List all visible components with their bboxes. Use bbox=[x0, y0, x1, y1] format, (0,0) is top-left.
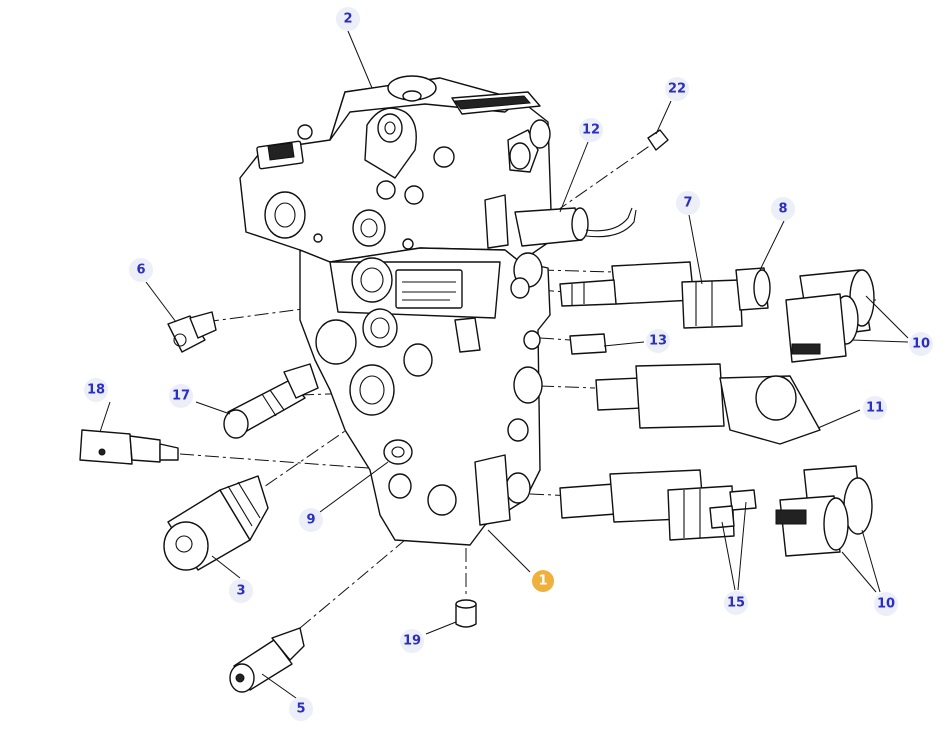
callout-17: 17 bbox=[169, 384, 193, 408]
callout-6: 6 bbox=[129, 258, 153, 282]
part-9-small-valve bbox=[383, 439, 413, 465]
part-3-cartridge-valve bbox=[163, 475, 269, 571]
svg-text:1: 1 bbox=[538, 574, 547, 589]
part-8-coil-nut bbox=[735, 267, 771, 311]
part-15-solenoid-valve-lower bbox=[559, 469, 757, 541]
svg-text:13: 13 bbox=[649, 334, 667, 349]
callout-18: 18 bbox=[84, 378, 108, 402]
svg-text:11: 11 bbox=[866, 401, 884, 416]
part-10-solenoid-coil-upper bbox=[785, 269, 875, 363]
part-10-solenoid-coil-lower bbox=[775, 465, 873, 557]
svg-text:2: 2 bbox=[343, 12, 352, 27]
svg-text:9: 9 bbox=[306, 513, 315, 528]
svg-text:10: 10 bbox=[912, 337, 930, 352]
part-11-solenoid-valve bbox=[595, 363, 821, 445]
svg-text:12: 12 bbox=[582, 123, 600, 138]
callouts: 2 22 12 7 8 6 10 13 18 17 11 9 3 1 15 10… bbox=[84, 7, 933, 721]
part-18-pressure-sensor bbox=[79, 429, 179, 465]
callout-13: 13 bbox=[646, 329, 670, 353]
part-5-cartridge bbox=[229, 627, 305, 693]
callout-10-upper: 10 bbox=[909, 332, 933, 356]
svg-text:8: 8 bbox=[778, 202, 787, 217]
leader-lines bbox=[99, 30, 909, 699]
svg-text:5: 5 bbox=[296, 702, 305, 717]
svg-text:17: 17 bbox=[172, 389, 190, 404]
part-7-solenoid-valve bbox=[559, 261, 743, 329]
callout-15: 15 bbox=[724, 591, 748, 615]
svg-text:22: 22 bbox=[668, 82, 686, 97]
callout-19: 19 bbox=[400, 629, 424, 653]
part-22-fitting bbox=[647, 129, 669, 151]
part-1-main-valve-block bbox=[299, 247, 551, 546]
callout-3: 3 bbox=[229, 579, 253, 603]
svg-text:10: 10 bbox=[877, 597, 895, 612]
callout-8: 8 bbox=[771, 197, 795, 221]
part-13-fitting bbox=[569, 333, 607, 355]
callout-1: 1 bbox=[532, 570, 554, 592]
part-12-sensor bbox=[514, 207, 637, 247]
callout-10-lower: 10 bbox=[874, 592, 898, 616]
callout-11: 11 bbox=[863, 396, 887, 420]
callout-12: 12 bbox=[579, 118, 603, 142]
callout-22: 22 bbox=[665, 77, 689, 101]
part-6-plug bbox=[167, 311, 217, 353]
callout-9: 9 bbox=[299, 508, 323, 532]
callout-7: 7 bbox=[676, 191, 700, 215]
part-19-plug bbox=[455, 599, 477, 628]
part-2-valve-cover bbox=[239, 75, 553, 263]
svg-text:19: 19 bbox=[403, 634, 421, 649]
svg-text:6: 6 bbox=[136, 263, 145, 278]
svg-text:7: 7 bbox=[683, 196, 692, 211]
svg-text:15: 15 bbox=[727, 596, 745, 611]
callout-5: 5 bbox=[289, 697, 313, 721]
svg-text:3: 3 bbox=[236, 584, 245, 599]
callout-2: 2 bbox=[336, 7, 360, 31]
svg-text:18: 18 bbox=[87, 383, 105, 398]
part-17-check-valve bbox=[223, 363, 319, 439]
